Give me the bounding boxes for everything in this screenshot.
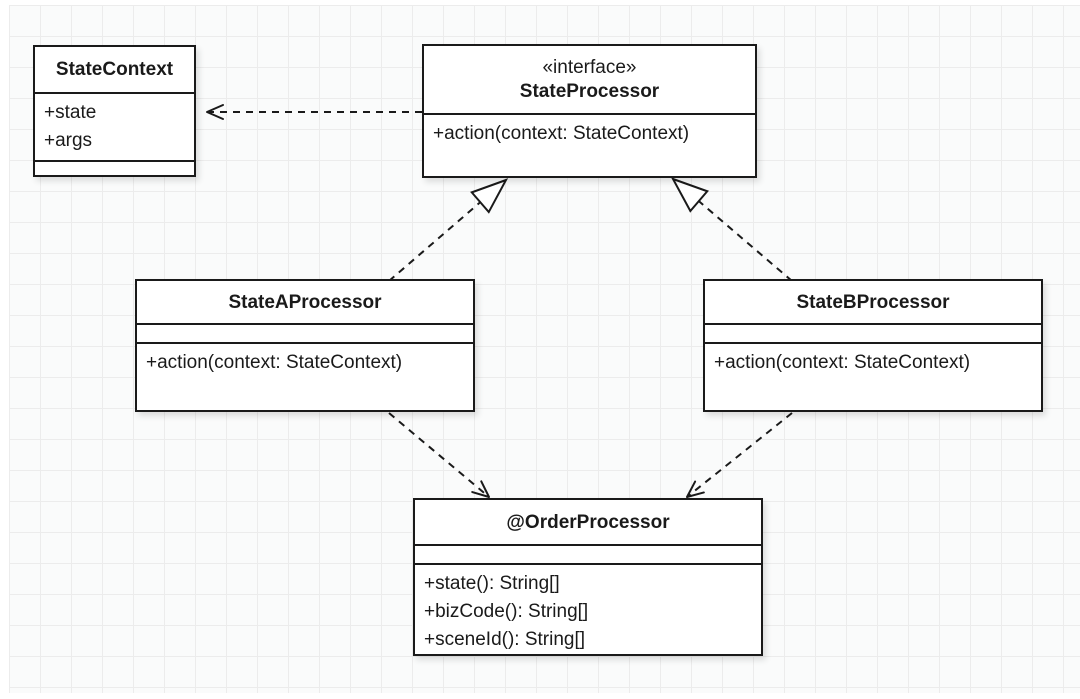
class-empty-compartment bbox=[137, 323, 473, 342]
class-header: StateAProcessor bbox=[137, 281, 473, 323]
attribute-line: +args bbox=[44, 130, 93, 151]
arrow-stateaprocessor-to-stateprocessor bbox=[388, 178, 509, 282]
method-line: +action(context: StateContext) bbox=[146, 352, 403, 373]
class-box-stateprocessor: «interface» StateProcessor +action(conte… bbox=[422, 44, 757, 178]
class-box-orderprocessor: @OrderProcessor +state(): String[] +bizC… bbox=[413, 498, 763, 656]
class-methods: +state(): String[] +bizCode(): String[] … bbox=[415, 563, 761, 654]
class-name: StateAProcessor bbox=[228, 291, 382, 313]
class-name: @OrderProcessor bbox=[506, 511, 670, 533]
class-stereotype: «interface» bbox=[542, 57, 637, 78]
page-margin-top bbox=[0, 0, 1080, 5]
class-methods: +action(context: StateContext) bbox=[137, 342, 473, 410]
class-name: StateContext bbox=[55, 59, 174, 80]
arrow-statebprocessor-to-orderprocessor bbox=[686, 412, 793, 498]
method-line: +state(): String[] bbox=[424, 573, 560, 594]
class-name: StateProcessor bbox=[519, 81, 660, 102]
class-empty-compartment bbox=[415, 544, 761, 563]
class-empty-compartment bbox=[35, 160, 194, 175]
arrow-statebprocessor-to-stateprocessor bbox=[670, 177, 793, 282]
method-line: +sceneId(): String[] bbox=[424, 629, 586, 650]
page-margin-bottom bbox=[0, 693, 1080, 699]
class-header: StateBProcessor bbox=[705, 281, 1041, 323]
method-line: +bizCode(): String[] bbox=[424, 601, 589, 622]
class-header: @OrderProcessor bbox=[415, 500, 761, 544]
class-box-stateaprocessor: StateAProcessor +action(context: StateCo… bbox=[135, 279, 475, 412]
class-header: «interface» StateProcessor bbox=[424, 46, 755, 113]
class-methods: +action(context: StateContext) bbox=[424, 113, 755, 176]
class-header: StateContext bbox=[35, 47, 194, 92]
class-methods: +action(context: StateContext) bbox=[705, 342, 1041, 410]
class-box-statebprocessor: StateBProcessor +action(context: StateCo… bbox=[703, 279, 1043, 412]
page-margin-left bbox=[0, 0, 9, 699]
method-line: +action(context: StateContext) bbox=[433, 123, 690, 144]
class-empty-compartment bbox=[705, 323, 1041, 342]
attribute-line: +state bbox=[44, 102, 97, 123]
class-box-statecontext: StateContext +state +args bbox=[33, 45, 196, 177]
method-line: +action(context: StateContext) bbox=[714, 352, 971, 373]
arrow-stateaprocessor-to-orderprocessor bbox=[388, 412, 490, 498]
class-name: StateBProcessor bbox=[796, 291, 950, 313]
class-attributes: +state +args bbox=[35, 92, 194, 160]
